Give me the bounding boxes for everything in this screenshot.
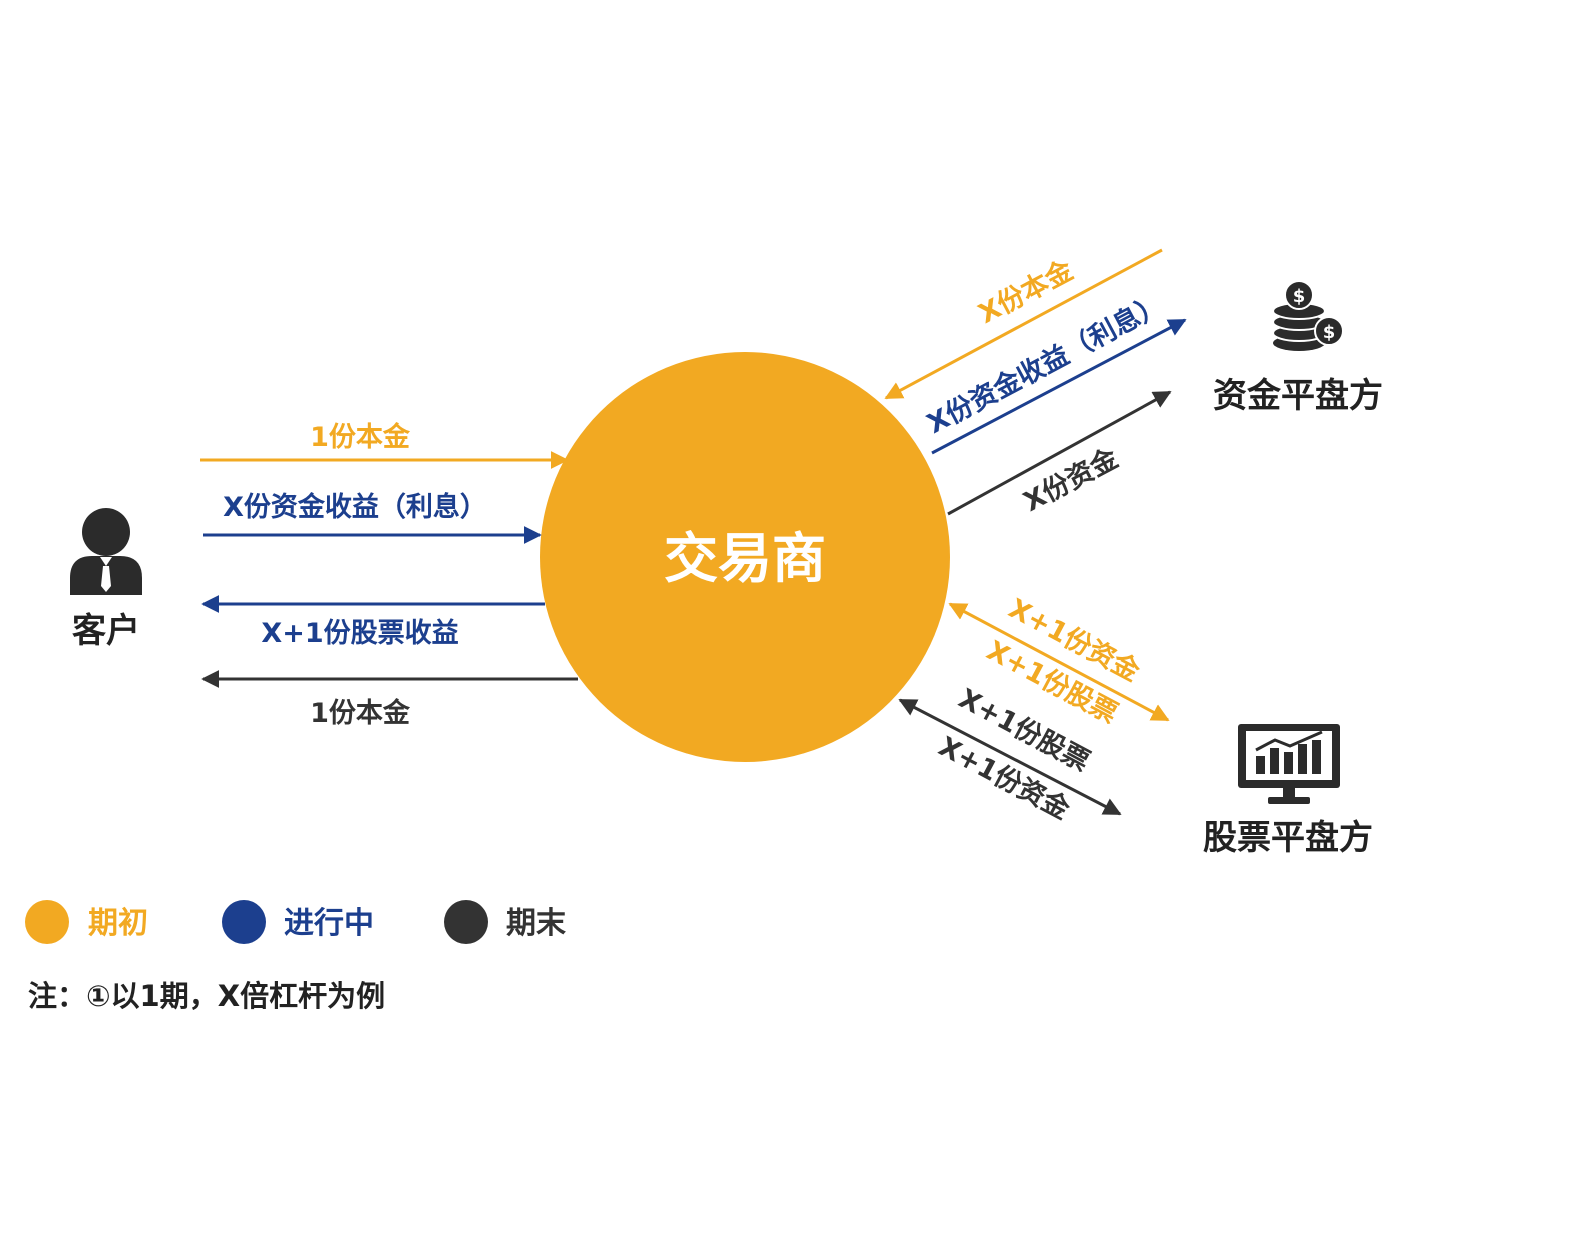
fund-counterparty-label: 资金平盘方 [1213, 376, 1383, 416]
fund-counterparty-node: $ $ 资金平盘方 [1213, 280, 1383, 416]
legend: 期初 进行中 期末 [25, 900, 566, 944]
flow-fund-interest-out: X份资金收益（利息） [922, 288, 1187, 455]
chart-monitor-icon [1238, 724, 1340, 804]
stock-counterparty-label: 股票平盘方 [1203, 818, 1373, 858]
legend-label-final: 期末 [506, 906, 566, 941]
trader-node: 交易商 [540, 352, 950, 762]
flow-label-fund-principal-in: X份本金 [973, 254, 1079, 331]
svg-text:$: $ [1293, 286, 1306, 307]
legend-item-ongoing: 进行中 [222, 900, 374, 944]
person-icon [70, 508, 142, 595]
legend-item-final: 期末 [444, 900, 566, 944]
flow-label-fund-capital-out: X份资金 [1018, 442, 1124, 519]
footnote: 注：①以1期，X倍杠杆为例 [28, 979, 385, 1013]
client-label: 客户 [72, 611, 140, 651]
flow-label-client-principal-out: 1份本金 [310, 697, 411, 729]
svg-text:$: $ [1323, 322, 1336, 343]
flow-label-client-stock-return-out: X+1份股票收益 [261, 618, 458, 649]
flow-label-client-interest-in: X份资金收益（利息） [223, 491, 487, 523]
flow-client-principal-out: 1份本金 [201, 670, 578, 729]
trader-circle [540, 352, 950, 762]
flow-client-stock-return-out: X+1份股票收益 [201, 595, 545, 649]
coins-icon: $ $ [1272, 280, 1344, 351]
trader-label: 交易商 [664, 527, 826, 590]
client-node: 客户 [70, 508, 142, 651]
flow-client-interest-in: X份资金收益（利息） [203, 491, 542, 544]
legend-label-ongoing: 进行中 [284, 906, 374, 941]
legend-label-initial: 期初 [88, 906, 148, 941]
legend-swatch-initial [25, 900, 69, 944]
stock-counterparty-node: 股票平盘方 [1203, 724, 1373, 858]
legend-swatch-final [444, 900, 488, 944]
flow-label-client-principal-in: 1份本金 [310, 421, 411, 453]
legend-item-initial: 期初 [25, 900, 148, 944]
flow-client-principal-in: 1份本金 [200, 421, 569, 469]
legend-swatch-ongoing [222, 900, 266, 944]
